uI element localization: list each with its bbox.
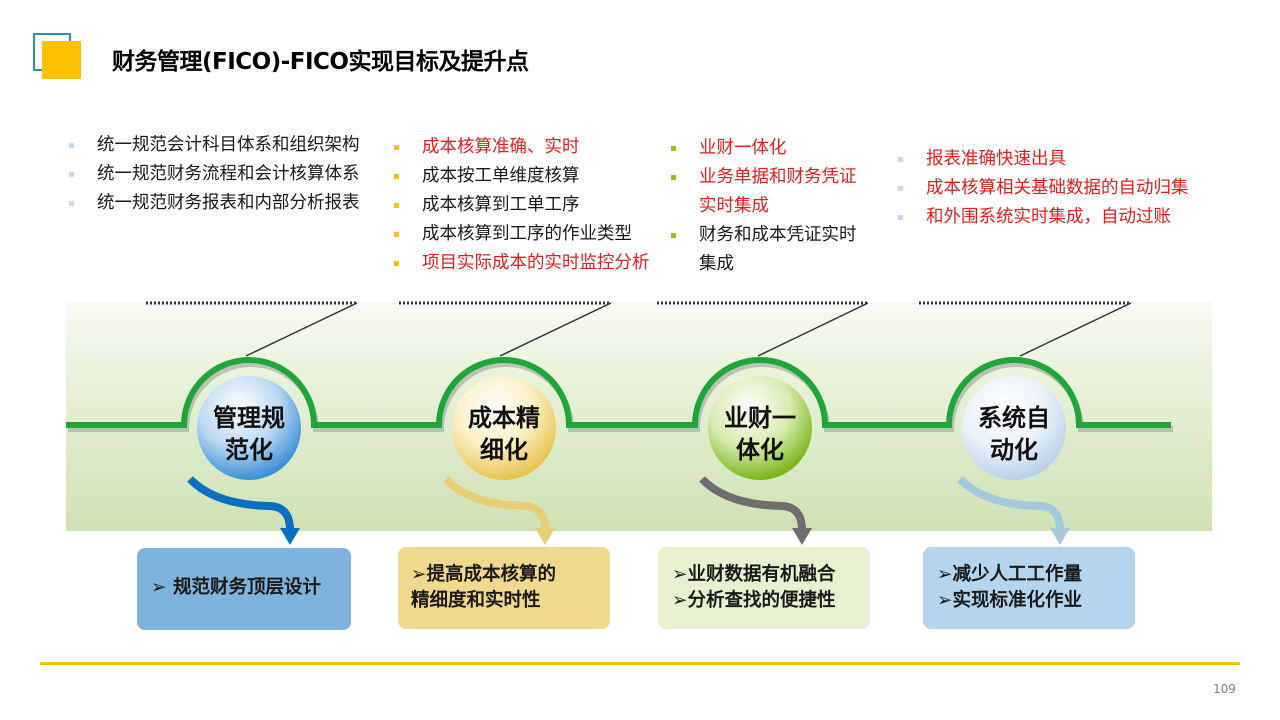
arrowhead-1 (280, 528, 300, 545)
stage-label-2: 成本精 细化 (454, 402, 554, 466)
stage-circle-1 (197, 376, 301, 480)
stage-circle-3 (708, 376, 812, 480)
list-item-text: 和外围系统实时集成，自动过账 (926, 207, 1171, 227)
stage-label-line: 管理规 (213, 404, 285, 432)
result-box-line: ➢提高成本核算的 (411, 564, 557, 585)
column-3-list: 业财一体化 业务单据和财务凭证 实时集成 财务和成本凭证实时 集成 (671, 134, 857, 279)
bullet-icon (69, 143, 74, 148)
list-item-text: 业务单据和财务凭证 (699, 167, 857, 187)
list-item: 成本按工单维度核算 (394, 162, 650, 191)
leader-lines (245, 302, 1132, 357)
list-item-text: 统一规范会计科目体系和组织架构 (97, 135, 360, 155)
stage-label-line: 成本精 (468, 404, 540, 432)
list-item-text: 成本按工单维度核算 (422, 166, 580, 186)
stage-label-line: 系统自 (978, 404, 1050, 432)
list-item: 项目实际成本的实时监控分析 (394, 249, 650, 278)
bullet-icon (394, 232, 399, 237)
list-item: 财务和成本凭证实时 (671, 221, 857, 250)
page-title: 财务管理(FICO)-FICO实现目标及提升点 (112, 49, 529, 75)
stage-label-3: 业财一 体化 (710, 402, 810, 466)
result-box-line: 精细度和实时性 (411, 590, 541, 611)
arrowhead-3 (792, 528, 812, 545)
leader-line-4 (1019, 302, 1132, 357)
arrow-stage-3 (699, 476, 806, 531)
green-track (66, 357, 1171, 428)
list-item: 和外围系统实时集成，自动过账 (898, 203, 1189, 232)
stage-label-4: 系统自 动化 (964, 402, 1064, 466)
list-item-text: 成本核算到工序的作业类型 (422, 224, 632, 244)
list-item-text: 成本核算准确、实时 (422, 137, 580, 157)
list-item-text: 成本核算到工单工序 (422, 195, 580, 215)
list-item: 成本核算到工序的作业类型 (394, 220, 650, 249)
list-item-text: 统一规范财务报表和内部分析报表 (97, 193, 360, 213)
stage-circle-2 (452, 376, 556, 480)
list-item-text: 财务和成本凭证实时 (699, 225, 857, 245)
stage-circle-4 (962, 376, 1066, 480)
result-box-line: ➢ 规范财务顶层设计 (151, 577, 321, 598)
stage-label-line: 业财一 (724, 404, 796, 432)
list-item-continuation: 实时集成 (699, 192, 857, 221)
column-4-list: 报表准确快速出具 成本核算相关基础数据的自动归集 和外围系统实时集成，自动过账 (898, 145, 1189, 232)
stage-label-1: 管理规 范化 (199, 402, 299, 466)
list-item: 业务单据和财务凭证 (671, 163, 857, 192)
result-box-line: ➢减少人工工作量 (937, 564, 1083, 585)
stage-label-line: 范化 (225, 436, 273, 464)
bullet-icon (394, 145, 399, 150)
bullet-icon (671, 233, 676, 238)
arrow-stage-2 (443, 476, 549, 531)
list-item: 成本核算到工单工序 (394, 191, 650, 220)
list-item: 成本核算准确、实时 (394, 133, 650, 162)
list-item: 报表准确快速出具 (898, 145, 1189, 174)
page-number: 109 (1213, 682, 1236, 696)
bullet-icon (69, 201, 74, 206)
result-box-line: ➢业财数据有机融合 (672, 564, 836, 585)
result-box-line: ➢实现标准化作业 (937, 590, 1083, 611)
leader-line-3 (757, 302, 869, 357)
list-item: 成本核算相关基础数据的自动归集 (898, 174, 1189, 203)
leader-line-1 (245, 302, 358, 357)
logo-icon (33, 33, 81, 79)
logo-fill (42, 41, 81, 79)
result-box-2: ➢提高成本核算的 精细度和实时性 (398, 547, 610, 629)
leader-line-2 (499, 302, 612, 357)
bullet-icon (898, 215, 903, 220)
list-item-continuation: 集成 (699, 250, 857, 279)
bullet-icon (671, 146, 676, 151)
list-item-text: 成本核算相关基础数据的自动归集 (926, 178, 1189, 198)
bullet-icon (394, 174, 399, 179)
list-item-text: 实时集成 (699, 196, 769, 216)
list-item-text: 报表准确快速出具 (926, 149, 1066, 169)
bullet-icon (671, 175, 676, 180)
result-box-4: ➢减少人工工作量 ➢实现标准化作业 (923, 547, 1135, 629)
arrowhead-4 (1050, 528, 1070, 545)
list-item-text: 项目实际成本的实时监控分析 (422, 253, 650, 273)
stage-label-line: 细化 (480, 436, 528, 464)
arrow-stage-1 (187, 476, 294, 531)
list-item: 统一规范会计科目体系和组织架构 (69, 131, 360, 160)
list-item: 统一规范财务流程和会计核算体系 (69, 160, 360, 189)
column-1-list: 统一规范会计科目体系和组织架构 统一规范财务流程和会计核算体系 统一规范财务报表… (69, 131, 360, 218)
bullet-icon (394, 203, 399, 208)
column-2-list: 成本核算准确、实时 成本按工单维度核算 成本核算到工单工序 成本核算到工序的作业… (394, 133, 650, 278)
result-box-line: ➢分析查找的便捷性 (672, 590, 836, 611)
bullet-icon (394, 261, 399, 266)
result-box-1: ➢ 规范财务顶层设计 (137, 548, 351, 630)
list-item-text: 统一规范财务流程和会计核算体系 (97, 164, 360, 184)
arrowhead-2 (535, 528, 555, 545)
result-box-3: ➢业财数据有机融合 ➢分析查找的便捷性 (658, 547, 870, 629)
arrow-stage-4 (957, 476, 1064, 531)
bullet-icon (69, 172, 74, 177)
bullet-icon (898, 157, 903, 162)
bullet-icon (898, 186, 903, 191)
list-item: 业财一体化 (671, 134, 857, 163)
stage-label-line: 体化 (736, 436, 784, 464)
stage-label-line: 动化 (990, 436, 1038, 464)
list-item: 统一规范财务报表和内部分析报表 (69, 189, 360, 218)
footer-divider (40, 662, 1240, 665)
list-item-text: 业财一体化 (699, 138, 787, 158)
list-item-text: 集成 (699, 254, 734, 274)
